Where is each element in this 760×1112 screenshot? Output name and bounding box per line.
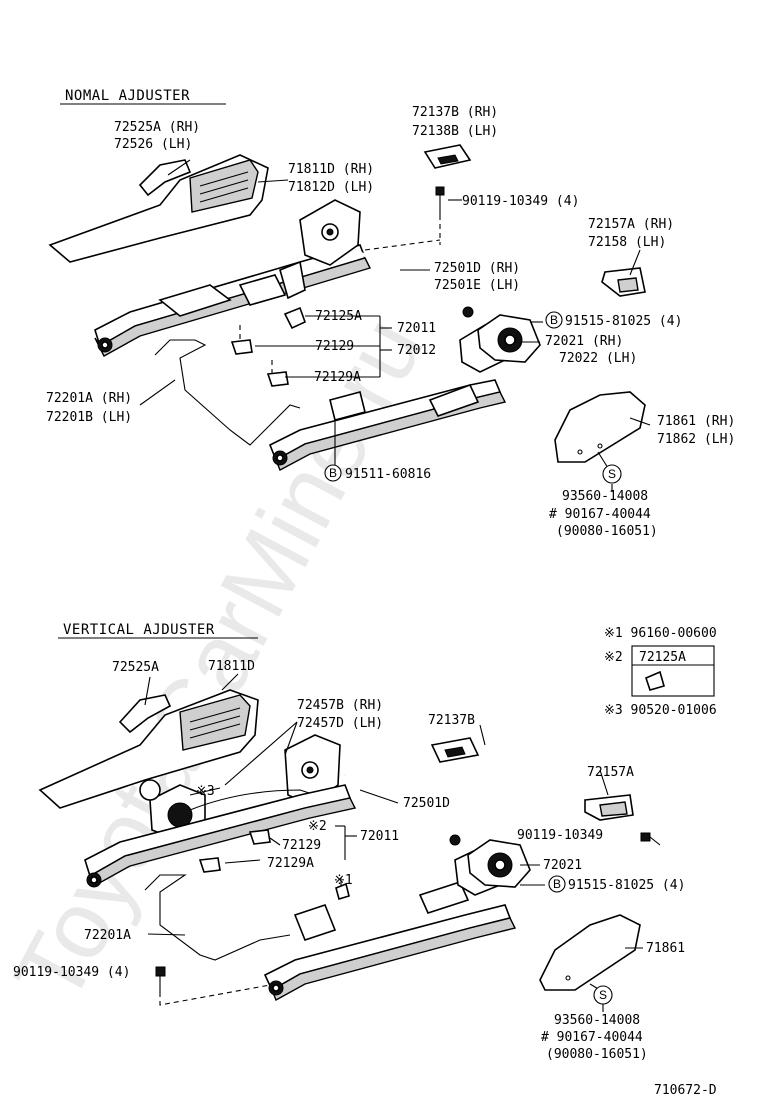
label-72157a-rh: 72157A (RH): [588, 217, 674, 232]
mark-1: ※1: [334, 873, 353, 888]
label-72012: 72012: [397, 343, 436, 358]
label-72125a: 72125A: [315, 309, 362, 324]
label-72157a: 72157A: [587, 765, 634, 780]
vertical-section-title: VERTICAL AJDUSTER: [63, 622, 215, 638]
normal-section-title: NOMAL AJDUSTER: [65, 88, 190, 104]
label-90167-40044: # 90167-40044: [549, 507, 651, 522]
b-marker-91515: B: [545, 311, 563, 329]
label-71862-lh: 71862 (LH): [657, 432, 735, 447]
vertical-adjuster-section: VERTICAL AJDUSTER ※1 96160-00600 ※2 7212…: [13, 622, 717, 1062]
normal-leader-lines: [139, 159, 651, 492]
note-2-mark: ※2: [604, 650, 623, 665]
b-marker-letter: B: [329, 466, 337, 480]
label-72526-lh: 72526 (LH): [114, 137, 192, 152]
shield-cover-vertical-illustration: [539, 914, 641, 991]
label-72129a: 72129A: [314, 370, 361, 385]
label-71861: 71861: [646, 941, 685, 956]
label-72138b-lh: 72138B (LH): [412, 124, 498, 139]
note-3: ※3 90520-01006: [604, 703, 717, 718]
label-72129: 72129: [315, 339, 354, 354]
bolt-90119-vertical-illustration: [640, 832, 661, 846]
label-90119-10349-vertical: 90119-10349: [517, 828, 603, 843]
note-2-box-label: 72125A: [639, 650, 686, 665]
diagram-code: 710672-D: [654, 1083, 717, 1098]
label-72011: 72011: [360, 829, 399, 844]
b-marker-letter: B: [553, 877, 561, 891]
seat-track-vertical-right-illustration: [263, 847, 517, 1001]
label-90080-16051: (90080-16051): [556, 524, 658, 539]
label-71812d-lh: 71812D (LH): [288, 180, 374, 195]
label-91515-81025: 91515-81025 (4): [565, 314, 682, 329]
label-90080-16051-vertical: (90080-16051): [546, 1047, 648, 1062]
b-marker-letter: B: [550, 313, 558, 327]
note-2-clip-illustration: [645, 670, 665, 691]
label-72201a: 72201A: [84, 928, 131, 943]
reclining-adjuster-72021-illustration: [477, 314, 541, 363]
s-marker-letter: S: [608, 467, 616, 481]
clips-illustration: [230, 306, 306, 387]
label-72201b-lh: 72201B (LH): [46, 410, 132, 425]
label-72501d-rh: 72501D (RH): [434, 261, 520, 276]
label-72457b-rh: 72457B (RH): [297, 698, 383, 713]
label-71861-rh: 71861 (RH): [657, 414, 735, 429]
label-90167-40044-vertical: # 90167-40044: [541, 1030, 643, 1045]
seat-track-vertical-left-illustration: [84, 784, 357, 888]
label-91515-81025-vertical: 91515-81025 (4): [568, 878, 685, 893]
clips-vertical-illustration: [198, 829, 350, 901]
connecting-rod-vertical-illustration: [344, 773, 461, 846]
tie-wire-72201a-illustration: [154, 339, 301, 446]
cushion-frame-vertical-illustration: [38, 689, 259, 809]
connecting-rod-72501d-illustration: [354, 239, 474, 318]
label-90119-10349: 90119-10349 (4): [462, 194, 579, 209]
cover-72137b-illustration: [423, 144, 472, 169]
normal-adjuster-section: NOMAL AJDUSTER: [46, 88, 735, 539]
s-marker-letter: S: [599, 988, 607, 1002]
label-72525a: 72525A: [112, 660, 159, 675]
recliner-mechanism-illustration: [279, 199, 361, 300]
label-93560-14008-vertical: 93560-14008: [554, 1013, 640, 1028]
label-71811d: 71811D: [208, 659, 255, 674]
label-72501e-lh: 72501E (LH): [434, 278, 520, 293]
s-marker-vertical: S: [593, 985, 613, 1005]
note-2-box: [631, 645, 715, 697]
tie-wire-vertical-illustration: [144, 874, 291, 961]
mark-3: ※3: [196, 784, 215, 799]
bracket-72157a-vertical-illustration: [584, 794, 634, 821]
label-72137b: 72137B: [428, 713, 475, 728]
label-72011: 72011: [397, 321, 436, 336]
bolt-90119-bottom-illustration: [155, 966, 271, 1006]
b-marker-91511: B: [324, 464, 342, 482]
label-72021: 72021: [543, 858, 582, 873]
s-marker-normal: S: [602, 464, 622, 484]
label-93560-14008: 93560-14008: [562, 489, 648, 504]
bracket-72157a-illustration: [601, 267, 646, 297]
label-72201a-rh: 72201A (RH): [46, 391, 132, 406]
label-72525a-rh: 72525A (RH): [114, 120, 200, 135]
cushion-frame-71811d-illustration: [48, 154, 269, 263]
label-72129: 72129: [282, 838, 321, 853]
label-72158-lh: 72158 (LH): [588, 235, 666, 250]
b-marker-91515-vertical: B: [548, 875, 566, 893]
label-71811d-rh: 71811D (RH): [288, 162, 374, 177]
label-72022-lh: 72022 (LH): [559, 351, 637, 366]
reclining-adjuster-vertical-illustration: [467, 839, 531, 888]
shield-cover-71861-illustration: [554, 391, 646, 469]
label-72021-rh: 72021 (RH): [545, 334, 623, 349]
label-90119-10349-bottom: 90119-10349 (4): [13, 965, 130, 980]
label-91511-60816: 91511-60816: [345, 467, 431, 482]
note-1: ※1 96160-00600: [604, 626, 717, 641]
label-72457d-lh: 72457D (LH): [297, 716, 383, 731]
vertical-mechanism-illustration: [139, 734, 341, 841]
label-72129a: 72129A: [267, 856, 314, 871]
label-72137b-rh: 72137B (RH): [412, 105, 498, 120]
mark-2: ※2: [308, 819, 327, 834]
bolt-90119-illustration: [435, 186, 462, 245]
vertical-leader-lines: [144, 673, 643, 1012]
label-72501d: 72501D: [403, 796, 450, 811]
cover-72137b-vertical-illustration: [430, 737, 480, 763]
